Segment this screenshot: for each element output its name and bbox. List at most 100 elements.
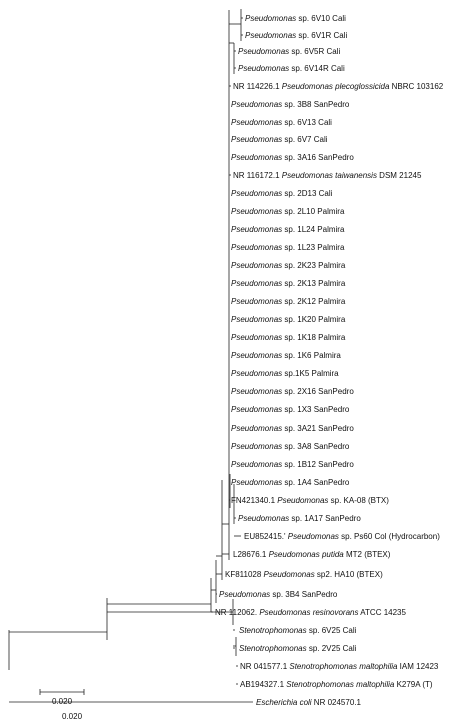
taxon-label-text: sp. 6V5R Cali: [289, 47, 340, 56]
taxon-label-text: MT2 (BTEX): [344, 550, 391, 559]
taxon-label: Pseudomonas sp. 2K23 Palmira: [231, 261, 346, 270]
taxon-name-italic: Pseudomonas plecoglossicida: [282, 82, 390, 91]
taxon-label: Pseudomonas sp. 1K20 Palmira: [231, 315, 346, 324]
taxon-label-text: sp. 6V7 Cali: [282, 135, 328, 144]
taxon-name-italic: Pseudomonas: [231, 333, 282, 342]
scale-bar-label-repeat: 0.020: [62, 712, 83, 721]
taxon-name-italic: Pseudomonas: [238, 64, 289, 73]
taxon-label: Pseudomonas sp. 1X3 SanPedro: [231, 405, 350, 414]
taxon-label-text: sp.1K5 Palmira: [282, 369, 339, 378]
taxon-label-text: sp. 1A17 SanPedro: [289, 514, 361, 523]
taxon-label-text: sp. 2D13 Cali: [282, 189, 332, 198]
taxon-name-italic: Pseudomonas: [219, 590, 270, 599]
taxon-label-text: sp. 6V14R Cali: [289, 64, 345, 73]
scale-bar: 0.020 0.020: [39, 689, 85, 721]
taxon-label-text: NR 041577.1: [240, 662, 289, 671]
taxon-name-italic: Pseudomonas taiwanensis: [282, 171, 377, 180]
taxon-name-italic: Pseudomonas: [231, 135, 282, 144]
taxon-label: Stenotrophomonas sp. 6V25 Cali: [239, 626, 357, 635]
taxon-label-text: sp. 1K20 Palmira: [282, 315, 346, 324]
taxon-label: NR 112062. Pseudomonas resinovorans ATCC…: [215, 608, 406, 617]
tree-branches: [8, 9, 253, 703]
taxon-label: Pseudomonas sp. 2X16 SanPedro: [231, 387, 354, 396]
taxon-label: Pseudomonas sp. 1K18 Palmira: [231, 333, 346, 342]
taxon-name-italic: Pseudomonas: [231, 100, 282, 109]
taxon-label-text: sp. 3A16 SanPedro: [282, 153, 354, 162]
taxon-label: Pseudomonas sp. 6V14R Cali: [238, 64, 345, 73]
taxon-label: AB194327.1 Stenotrophomonas maltophilia …: [240, 680, 433, 689]
taxon-label-text: sp. 3B4 SanPedro: [270, 590, 338, 599]
taxon-label: Pseudomonas sp. 1L23 Palmira: [231, 243, 345, 252]
taxon-label-text: sp. 6V13 Cali: [282, 118, 332, 127]
taxon-name-italic: Pseudomonas: [264, 570, 315, 579]
taxon-label-text: sp. 2K13 Palmira: [282, 279, 346, 288]
taxon-label: EU852415.' Pseudomonas sp. Ps60 Col (Hyd…: [244, 532, 440, 541]
taxon-label-text: sp. 3A21 SanPedro: [282, 424, 354, 433]
taxon-name-italic: Pseudomonas: [231, 297, 282, 306]
taxon-name-italic: Pseudomonas: [231, 118, 282, 127]
taxon-label-text: sp. 6V10 Cali: [296, 14, 346, 23]
taxon-label: Pseudomonas sp. 1A17 SanPedro: [238, 514, 361, 523]
taxon-name-italic: Pseudomonas: [231, 261, 282, 270]
taxon-name-italic: Pseudomonas resinovorans: [259, 608, 358, 617]
taxon-name-italic: Pseudomonas: [245, 14, 296, 23]
taxon-label: NR 041577.1 Stenotrophomonas maltophilia…: [240, 662, 439, 671]
taxon-label: Pseudomonas sp. 6V13 Cali: [231, 118, 332, 127]
taxon-label: Pseudomonas sp. 3A16 SanPedro: [231, 153, 354, 162]
taxon-label: Pseudomonas sp. 2D13 Cali: [231, 189, 333, 198]
taxon-name-italic: Pseudomonas: [231, 478, 282, 487]
taxon-label-text: sp. 1L23 Palmira: [282, 243, 345, 252]
taxon-name-italic: Stenotrophomonas: [239, 644, 307, 653]
taxon-label-text: sp. 1K18 Palmira: [282, 333, 346, 342]
taxon-label: Pseudomonas sp. 1K6 Palmira: [231, 351, 341, 360]
taxon-label: NR 116172.1 Pseudomonas taiwanensis DSM …: [233, 171, 422, 180]
taxon-name-italic: Pseudomonas: [231, 424, 282, 433]
taxon-label: Pseudomonas sp. 1A4 SanPedro: [231, 478, 350, 487]
taxon-name-italic: Stenotrophomonas: [239, 626, 307, 635]
taxon-label-text: sp. 2V25 Cali: [307, 644, 357, 653]
taxon-label-text: sp. 3B8 SanPedro: [282, 100, 350, 109]
taxon-label-text: sp. Ps60 Col (Hydrocarbon): [339, 532, 440, 541]
taxon-label-text: sp2. HA10 (BTEX): [315, 570, 383, 579]
taxon-label-text: KF811028: [225, 570, 264, 579]
taxon-name-italic: Pseudomonas: [231, 405, 282, 414]
taxon-name-italic: Escherichia coli: [256, 698, 312, 707]
taxon-label: Pseudomonas sp. 2K13 Palmira: [231, 279, 346, 288]
taxon-label: Pseudomonas sp. 2L10 Palmira: [231, 207, 345, 216]
taxon-label: Escherichia coli NR 024570.1: [256, 698, 361, 707]
taxon-label-text: IAM 12423: [397, 662, 438, 671]
taxon-label: Pseudomonas sp. 3A8 SanPedro: [231, 442, 350, 451]
taxon-label: Pseudomonas sp. 6V10 Cali: [245, 14, 346, 23]
taxon-label-text: sp. 1K6 Palmira: [282, 351, 341, 360]
taxon-label-text: sp. 6V1R Cali: [296, 31, 347, 40]
taxon-label-text: NBRC 103162: [389, 82, 443, 91]
taxon-name-italic: Pseudomonas: [245, 31, 296, 40]
taxon-name-italic: Pseudomonas putida: [269, 550, 345, 559]
taxon-label-text: sp. 1L24 Palmira: [282, 225, 345, 234]
taxon-label: Pseudomonas sp. 1B12 SanPedro: [231, 460, 354, 469]
taxon-label-text: K279A (T): [394, 680, 433, 689]
taxon-label-text: NR 112062.: [215, 608, 259, 617]
taxon-label-text: sp. KA-08 (BTX): [328, 496, 389, 505]
taxon-name-italic: Pseudomonas: [277, 496, 328, 505]
taxon-label: KF811028 Pseudomonas sp2. HA10 (BTEX): [225, 570, 383, 579]
taxon-label-text: ATCC 14235: [359, 608, 407, 617]
taxon-label: Pseudomonas sp. 2K12 Palmira: [231, 297, 346, 306]
taxon-label-text: NR 116172.1: [233, 171, 282, 180]
taxon-label-text: NR 114226.1: [233, 82, 282, 91]
taxon-label-text: NR 024570.1: [312, 698, 362, 707]
taxon-name-italic: Stenotrophomonas maltophilia: [286, 680, 395, 689]
taxon-name-italic: Pseudomonas: [231, 387, 282, 396]
taxon-label-text: sp. 1B12 SanPedro: [282, 460, 354, 469]
taxon-label-text: L28676.1: [233, 550, 269, 559]
taxon-label-text: sp. 3A8 SanPedro: [282, 442, 350, 451]
taxon-label: Pseudomonas sp. 6V1R Cali: [245, 31, 348, 40]
taxon-name-italic: Pseudomonas: [231, 279, 282, 288]
taxon-label: Pseudomonas sp.1K5 Palmira: [231, 369, 339, 378]
taxon-name-italic: Pseudomonas: [231, 189, 282, 198]
taxon-label: Stenotrophomonas sp. 2V25 Cali: [239, 644, 357, 653]
taxon-label-text: sp. 2L10 Palmira: [282, 207, 345, 216]
taxon-name-italic: Pseudomonas: [288, 532, 339, 541]
taxon-label: Pseudomonas sp. 3A21 SanPedro: [231, 424, 354, 433]
